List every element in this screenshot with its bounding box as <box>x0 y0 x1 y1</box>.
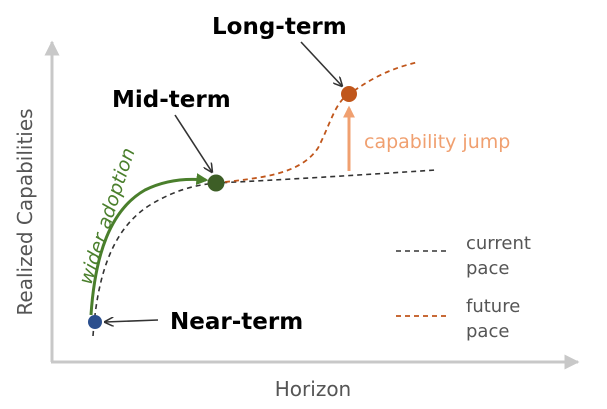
future-pace-curve <box>215 61 419 184</box>
wider-adoption-label: wider adoption <box>75 145 140 287</box>
current-pace-curve <box>92 169 437 337</box>
legend-current-label-line2: pace <box>466 258 509 279</box>
legend: current pace future pace <box>396 233 531 342</box>
legend-current-label-line1: current <box>466 233 531 254</box>
near-term-pointer <box>105 320 159 322</box>
long-term-label: Long-term <box>212 14 347 40</box>
wider-adoption-arrow <box>89 173 209 316</box>
mid-term-label: Mid-term <box>112 87 231 113</box>
long-term-point <box>341 86 357 102</box>
x-axis-label: Horizon <box>275 377 351 401</box>
near-term-label: Near-term <box>170 309 303 335</box>
axes <box>44 40 580 370</box>
long-term-pointer <box>300 41 342 86</box>
near-term-point <box>88 315 102 329</box>
mid-term-point <box>207 174 225 192</box>
legend-future-label-line2: pace <box>466 321 509 342</box>
legend-future-label-line1: future <box>466 296 520 317</box>
y-axis-label: Realized Capabilities <box>13 108 37 315</box>
capability-jump-label: capability jump <box>364 131 510 153</box>
mid-term-pointer <box>174 114 212 172</box>
